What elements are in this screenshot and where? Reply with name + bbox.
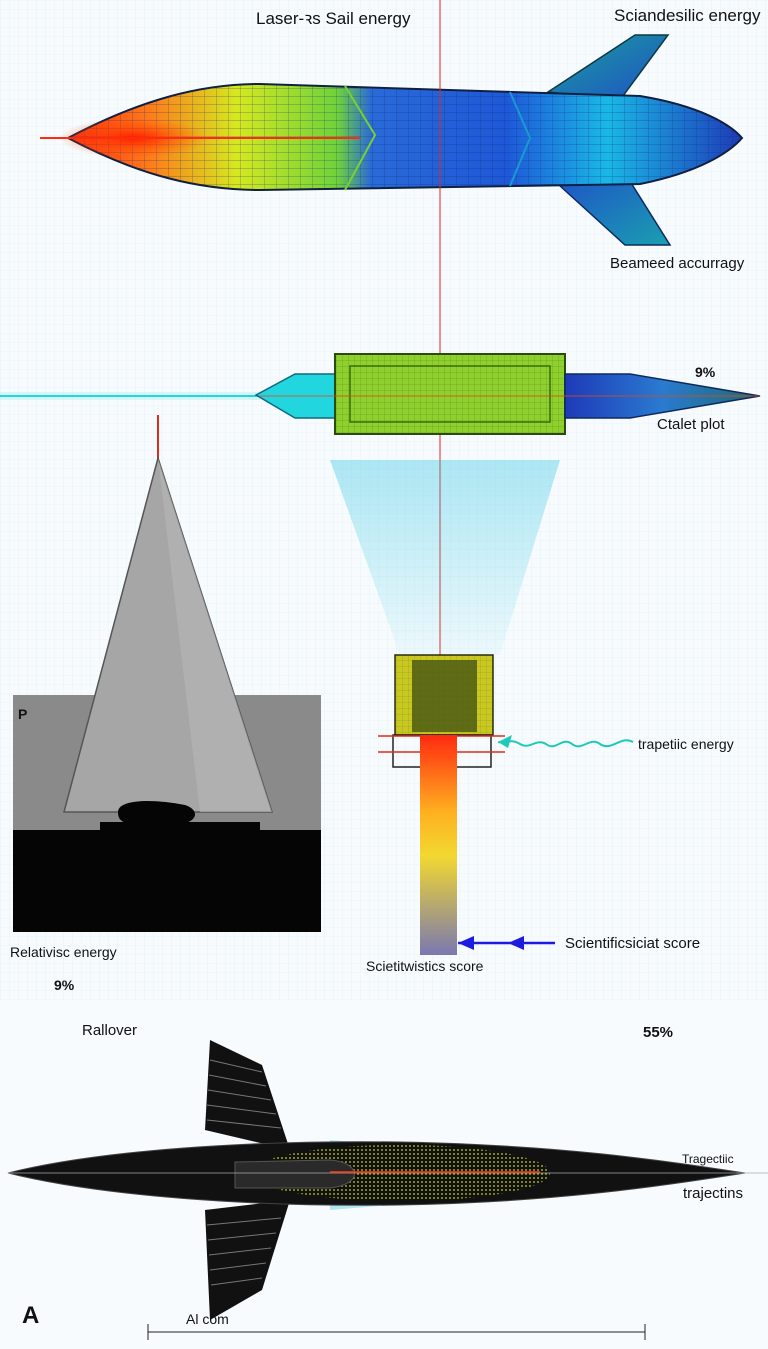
label-ctalet-plot: Ctalet plot [657, 416, 725, 433]
label-sciandesilic-energy: Sciandesilic energy [614, 6, 761, 25]
label-laser-sail-energy: Laser-ꝛs Sail energy [256, 9, 411, 28]
label-alcom: Al com [186, 1311, 229, 1327]
top-rocket [40, 34, 744, 246]
craft-lower-fin [205, 1200, 290, 1320]
label-beamed-accuracy: Beameed accurragy [610, 255, 745, 272]
energy-squiggle [497, 739, 634, 748]
label-a: A [22, 1302, 40, 1329]
label-percent-left: 9% [54, 977, 75, 993]
label-scietitwistics-score: Scietitwistics score [366, 958, 484, 974]
label-trajectins: trajectins [683, 1185, 744, 1202]
label-p: P [18, 706, 28, 722]
craft-upper-fin [205, 1040, 290, 1150]
exhaust-plume [420, 735, 457, 955]
engine-assembly [378, 654, 634, 955]
panel-ground [13, 830, 321, 932]
bottom-craft [7, 1040, 768, 1340]
label-rallover: Rallover [82, 1022, 138, 1039]
label-scientific-score: Scientificsiciat score [565, 935, 701, 952]
left-panel [13, 415, 321, 932]
label-trapetic-energy: trapetiic energy [638, 736, 734, 752]
label-relativisc-energy: Relativisc energy [10, 944, 117, 960]
beam-fan [330, 460, 560, 655]
label-tragectiic: Tragectiic [682, 1152, 734, 1166]
cone-object [118, 800, 196, 824]
label-percent-right: 55% [643, 1024, 674, 1041]
middle-rocket [0, 353, 761, 655]
label-percent-top: 9% [695, 364, 716, 380]
craft-cockpit [234, 1159, 355, 1189]
